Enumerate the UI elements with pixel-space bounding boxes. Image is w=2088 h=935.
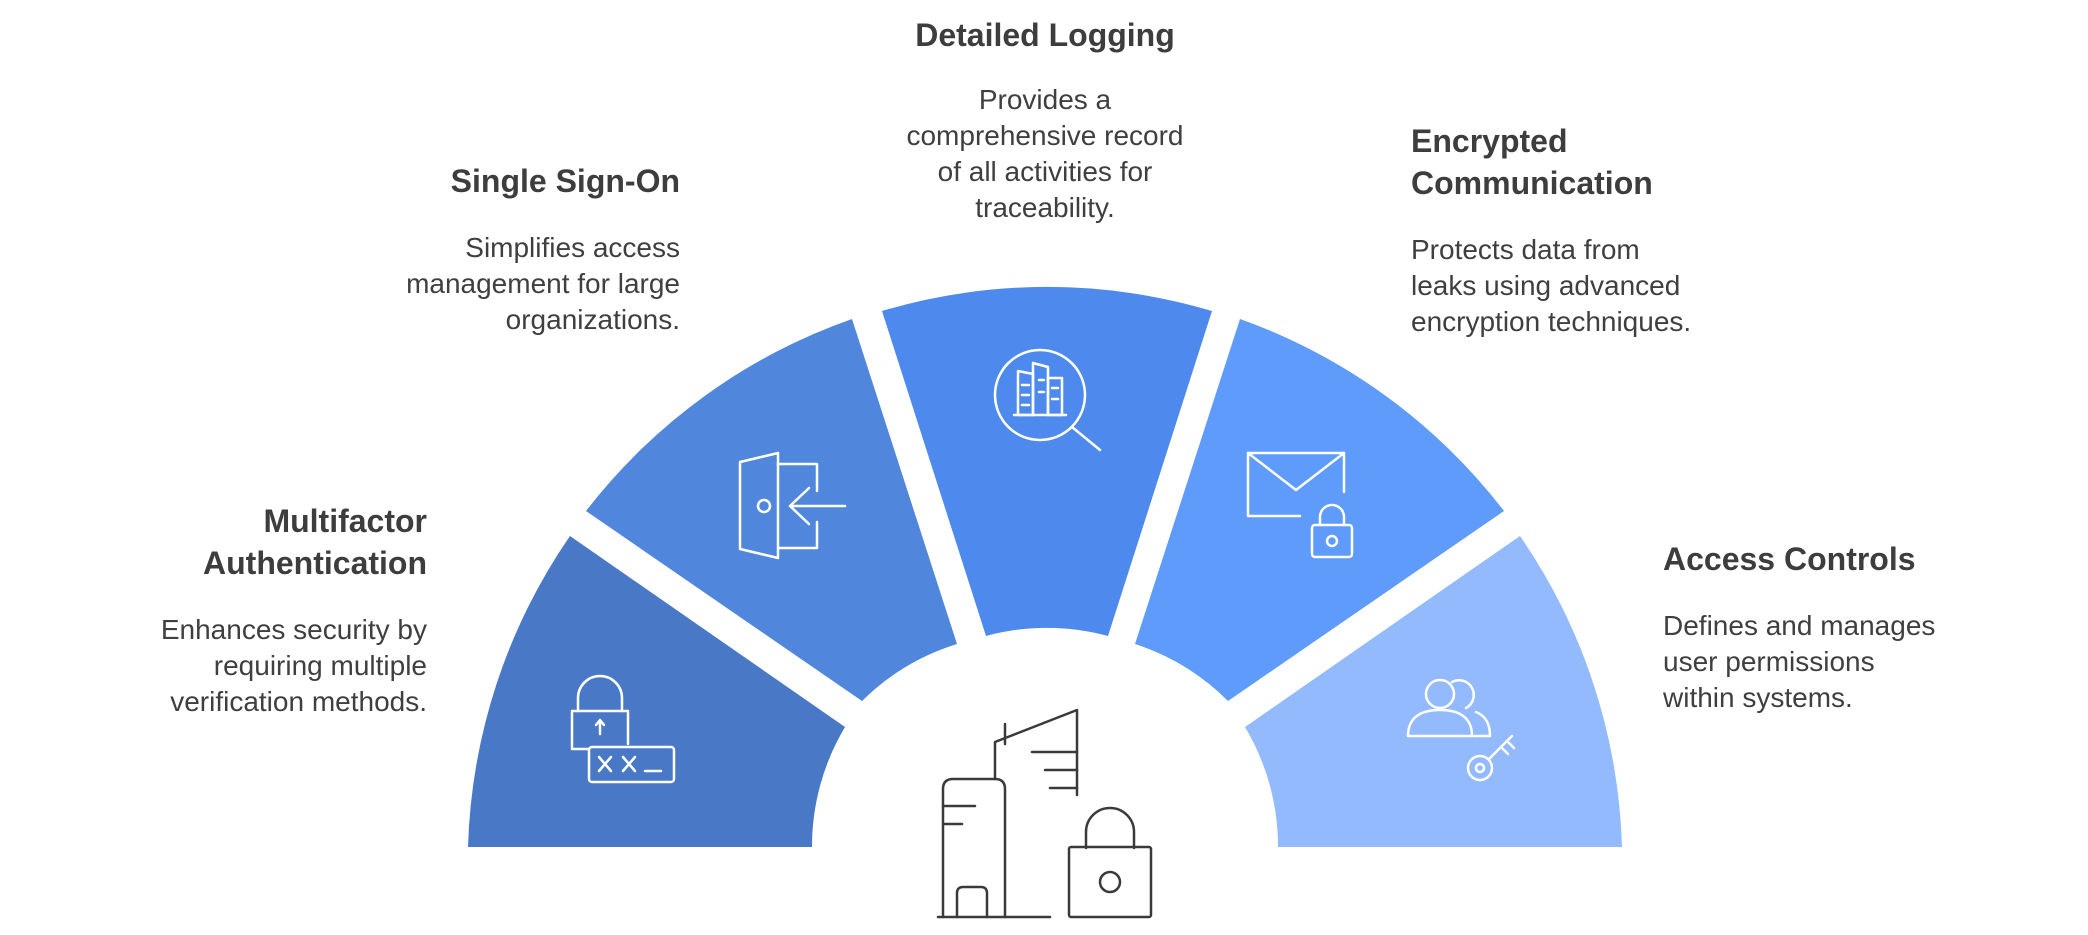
description-line: requiring multiple xyxy=(213,650,427,681)
title-line: Authentication xyxy=(203,545,427,581)
title-line: Encrypted xyxy=(1411,123,1568,159)
description-line: management for large xyxy=(406,268,680,299)
description-line: Enhances security by xyxy=(160,614,427,645)
segment-encrypted-communication xyxy=(1135,319,1504,701)
title-single-sign-on: Single Sign-On xyxy=(450,163,680,199)
title-encrypted-communication: Encrypted Communication xyxy=(1411,120,1831,204)
title-detailed-logging: Detailed Logging xyxy=(915,17,1175,53)
description-line: Provides a xyxy=(978,84,1112,115)
description-line: within systems. xyxy=(1663,682,1853,713)
description-line: leaks using advanced xyxy=(1411,270,1681,301)
door-login-icon xyxy=(738,451,847,560)
description-line: Protects data from xyxy=(1411,234,1640,265)
description-multifactor-authentication: Enhances security by requiring multiple … xyxy=(70,612,427,720)
title-line: Communication xyxy=(1411,165,1653,201)
segment-access-controls xyxy=(1245,536,1622,847)
label-multifactor-authentication: Multifactor Authentication Enhances secu… xyxy=(70,500,427,720)
label-single-sign-on: Single Sign-On Simplifies access managem… xyxy=(300,160,680,338)
users-key-icon xyxy=(1406,678,1516,782)
title-multifactor-authentication: Multifactor Authentication xyxy=(70,500,427,584)
description-line: verification methods. xyxy=(170,686,427,717)
segment-single-sign-on xyxy=(586,319,957,701)
description-line: Simplifies access xyxy=(465,232,680,263)
segment-detailed-logging xyxy=(882,286,1212,636)
city-buildings-lock-icon xyxy=(936,708,1153,919)
description-access-controls: Defines and manages user permissions wit… xyxy=(1663,608,2063,716)
segment-multifactor-authentication xyxy=(468,536,845,847)
description-line: Defines and manages xyxy=(1663,610,1936,641)
description-line: user permissions xyxy=(1663,646,1875,677)
lock-password-icon xyxy=(570,674,676,784)
description-line: of all activities for xyxy=(937,156,1153,187)
description-single-sign-on: Simplifies access management for large o… xyxy=(300,230,680,338)
description-encrypted-communication: Protects data from leaks using advanced … xyxy=(1411,232,1831,340)
label-access-controls: Access Controls Defines and manages user… xyxy=(1663,538,2063,716)
magnify-buildings-icon xyxy=(993,348,1102,452)
description-line: encryption techniques. xyxy=(1411,306,1692,337)
label-encrypted-communication: Encrypted Communication Protects data fr… xyxy=(1411,120,1831,340)
description-line: organizations. xyxy=(505,304,680,335)
title-access-controls: Access Controls xyxy=(1663,541,1916,577)
description-line: comprehensive record xyxy=(906,120,1184,151)
title-line: Multifactor xyxy=(263,503,427,539)
description-detailed-logging: Provides a comprehensive record of all a… xyxy=(845,82,1245,226)
label-detailed-logging: Detailed Logging Provides a comprehensiv… xyxy=(845,14,1245,226)
description-line: traceability. xyxy=(975,192,1115,223)
envelope-lock-icon xyxy=(1246,451,1354,559)
